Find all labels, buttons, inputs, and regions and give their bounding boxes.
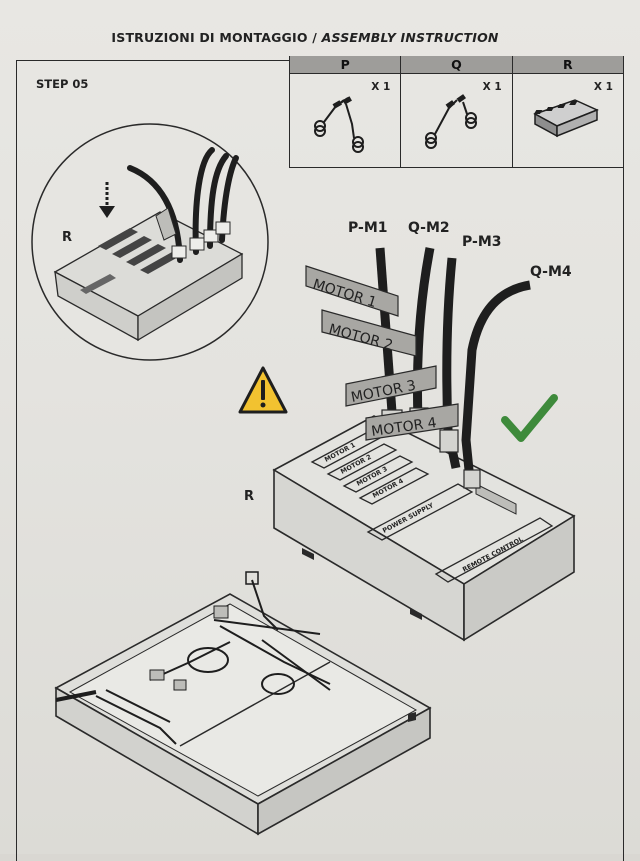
part-q-letter: Q — [401, 56, 512, 74]
motor-tag-4 — [365, 403, 459, 441]
part-q: Q X 1 — [400, 56, 512, 167]
parts-table: P X 1 Q X 1 — [289, 56, 624, 168]
motor-tag-3 — [345, 365, 437, 407]
motor-tag-2 — [321, 309, 417, 357]
warning-icon — [238, 366, 288, 414]
control-box-icon — [532, 99, 599, 138]
cable-label-qm4: Q-M4 — [530, 264, 572, 280]
page-title: ISTRUZIONI DI MONTAGGIO / ASSEMBLY INSTR… — [0, 30, 610, 45]
detail-part-label: R — [62, 230, 72, 245]
control-box — [272, 415, 576, 642]
cable-q-icon — [425, 94, 478, 149]
part-r-letter: R — [512, 56, 623, 74]
detail-circle — [31, 123, 269, 361]
part-q-qty: X 1 — [482, 81, 502, 93]
part-p-letter: P — [290, 56, 401, 74]
cable-p-icon — [314, 96, 364, 153]
part-p-qty: X 1 — [371, 81, 391, 93]
cable-label-pm1: P-M1 — [348, 220, 388, 236]
motor-tag-1 — [305, 265, 399, 317]
step-label: STEP 05 — [36, 77, 89, 91]
checkmark-icon — [501, 394, 558, 442]
bed-frame — [54, 571, 432, 836]
part-r: R X 1 — [511, 56, 623, 167]
box-part-label: R — [244, 489, 254, 504]
title-italian: ISTRUZIONI DI MONTAGGIO / — [111, 30, 318, 45]
cable-label-pm3: P-M3 — [462, 234, 502, 250]
cable-label-qm2: Q-M2 — [408, 220, 450, 236]
part-r-qty: X 1 — [593, 81, 613, 93]
down-arrow-icon — [99, 182, 115, 218]
title-english: ASSEMBLY INSTRUCTION — [321, 30, 499, 45]
part-p: P X 1 — [290, 56, 401, 167]
